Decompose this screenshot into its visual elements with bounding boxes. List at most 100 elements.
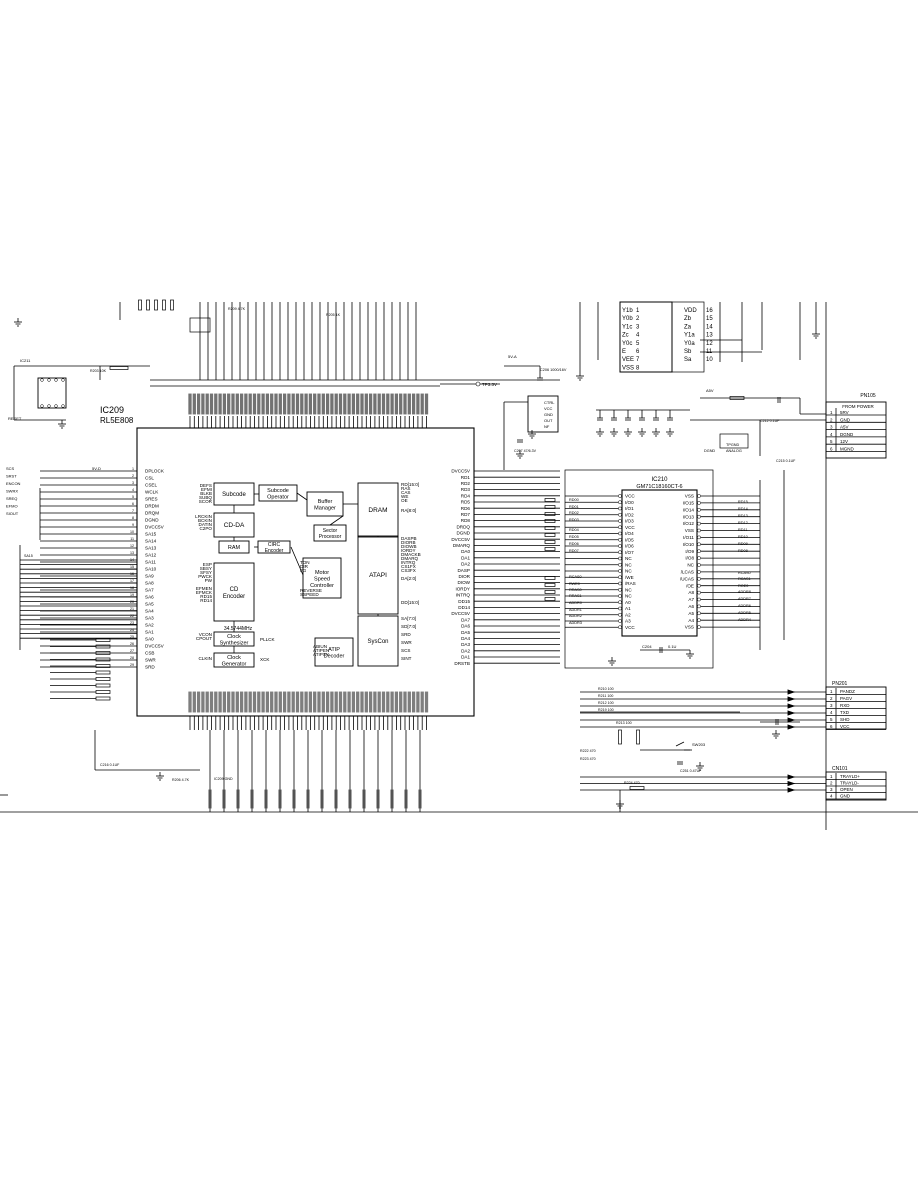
ic209-top-pin-text-mark — [209, 393, 214, 415]
ic209-top-pin-text-mark — [278, 393, 282, 415]
ic209-left-pin-number: 1 — [132, 467, 134, 471]
regulator-pin: VCC — [544, 406, 553, 411]
ic209-bottom-pin-text-mark — [222, 691, 227, 713]
series-resistor — [544, 533, 556, 537]
ic209-internal-link — [329, 515, 344, 526]
pn201-arrow — [787, 696, 796, 702]
ic209-right-pin-label: DMARQ — [453, 543, 471, 548]
ic209-bottom-pin-text-mark — [368, 691, 373, 713]
ic210-right-net: ADDR4 — [738, 618, 751, 622]
ic209-inner-left-label: DEFS — [200, 483, 212, 488]
ic209-top-pin-text-mark — [411, 393, 416, 415]
ic209-bottom-pin-text-mark — [343, 691, 347, 713]
regulator-pin: GND — [544, 412, 553, 417]
pn201-pin-name: RXD — [840, 703, 850, 708]
series-resistor — [544, 576, 556, 580]
bottom-net-label-mark — [236, 789, 240, 809]
ic209-left-pin-number: 24 — [130, 628, 134, 632]
ic210-left-pin-label: VCC — [625, 494, 635, 499]
series-resistor — [544, 547, 556, 551]
ic209-bottom-pin-text-mark — [386, 691, 390, 713]
ic209-bottom-pin-text-mark — [227, 691, 231, 713]
ic209-left-pin-label: SA5 — [145, 602, 154, 607]
pn105-pin-number: 5 — [830, 439, 833, 444]
ic210-pin-circle — [618, 569, 622, 573]
ic209-bottom-pin-text-mark — [196, 691, 201, 713]
regulator-pin: OUT — [544, 418, 553, 423]
ic210-pin-circle — [697, 597, 701, 602]
ic209-bottom-pin-text-mark — [287, 691, 291, 713]
ic209-bottom-pin-text-mark — [313, 691, 317, 713]
ic209-left-pin-label: SA8 — [145, 581, 154, 586]
ic208-left-pin-number: 7 — [636, 357, 640, 363]
top-resistor — [138, 299, 142, 311]
ic210-right-net: RD13 — [738, 514, 748, 518]
capacitor-label: C206 1000/16V — [540, 368, 567, 372]
ic209-left-pin-label: SA11 — [145, 560, 156, 565]
ic209-inner-right-label: ATIPEN — [313, 648, 329, 653]
ic210-right-net: ADDR6 — [738, 604, 751, 608]
ic209-top-pin-text-mark — [265, 393, 270, 415]
pn201-pin-name: TXD — [840, 710, 850, 715]
ic210-pin-circle — [618, 625, 622, 630]
ic211-pin — [40, 378, 44, 382]
ic209-block-subcode-label: Subcode — [222, 492, 246, 498]
ic209-left-pin-number: 27 — [130, 649, 134, 653]
labels: IC209RL5E808DPLOCK1CSL2CSEL3WCLK4SRES5DR… — [6, 307, 876, 799]
ic210-left-net: RRAS0 — [569, 588, 582, 592]
capacitor-label: C251 0.47UF — [680, 769, 702, 773]
ic208-right-pin-label: Sb — [684, 349, 692, 355]
pn105-title: FROM POWER — [842, 404, 874, 409]
ic209-bottom-pin-text-mark — [347, 691, 351, 713]
pn105-pin-number: 4 — [830, 432, 833, 437]
ic210-right-net: ADDR8 — [738, 590, 751, 594]
cn101-pin-number: 4 — [830, 794, 833, 799]
ic209-right-pin-label: RD1 — [461, 475, 471, 480]
ic209-bottom-pin-text-mark — [390, 691, 394, 713]
ic209-left-pin-label: SA4 — [145, 609, 154, 614]
pn105-pin-number: 6 — [830, 447, 833, 452]
ic209-top-pin-text-mark — [403, 393, 407, 415]
ic209-bottom-pin-text-mark — [360, 691, 364, 713]
ic208-left-pin-number: 1 — [636, 308, 640, 314]
ic209-left-pin-number: 5 — [132, 495, 134, 499]
sa-bus-label: SA15 — [24, 554, 33, 558]
ic210-right-net: RD08 — [738, 549, 748, 553]
ic210-pin-circle — [618, 556, 622, 561]
resistor-label: R224 470 — [624, 781, 640, 785]
ic209-left-pin-number: 14 — [130, 558, 134, 562]
ic209-top-pin-text-mark — [214, 393, 218, 415]
ic209-left-pin-number: 28 — [130, 656, 134, 660]
left-signal-label: EFMO — [6, 504, 18, 509]
ic209-bottom-pin-text-mark — [235, 691, 239, 713]
regulator-pin: NF — [544, 424, 550, 429]
ic209-top-pin-text-mark — [231, 393, 235, 415]
ic210-left-pin-label: I/O2 — [625, 512, 634, 517]
ic209-inner-right-label: ABIUN — [313, 644, 327, 649]
ic210-ref: IC210 — [651, 477, 668, 483]
ic210-left-net: RWE0 — [569, 582, 580, 586]
ic209-right-pin-label: IORDY — [455, 586, 470, 591]
cn101-pin-name: TRAYLD+ — [840, 774, 860, 779]
ic209-top-pin-text-mark — [390, 393, 394, 415]
pn201-arrow — [787, 717, 796, 723]
ic209-body — [136, 427, 475, 717]
ic209-right-pin-label: DA3 — [461, 642, 470, 647]
ic209-top-pin-text-mark — [261, 393, 265, 415]
ic209-right-pin-label: RD7 — [461, 512, 471, 517]
ic208-left-pin-label: VEE — [622, 357, 634, 363]
ic209-bottom-pin-text-mark — [248, 691, 252, 713]
pn105-pin-number: 3 — [830, 425, 833, 430]
ic210-left-net: ADDR1 — [569, 608, 582, 612]
ic209-right-pin-label: DIOR — [459, 574, 471, 579]
ic209-bottom-pin-text-mark — [411, 691, 416, 713]
cn101-pin-name: GND — [840, 794, 851, 799]
pn105-pin-number: 2 — [830, 417, 833, 422]
r203 — [109, 366, 129, 370]
ic209-inner-left-label: PWCK — [198, 574, 213, 579]
ic209-left-pin-number: 8 — [132, 516, 134, 520]
ic209-left-pin-label: SA12 — [145, 553, 157, 558]
ic210-pin-circle — [697, 556, 701, 560]
